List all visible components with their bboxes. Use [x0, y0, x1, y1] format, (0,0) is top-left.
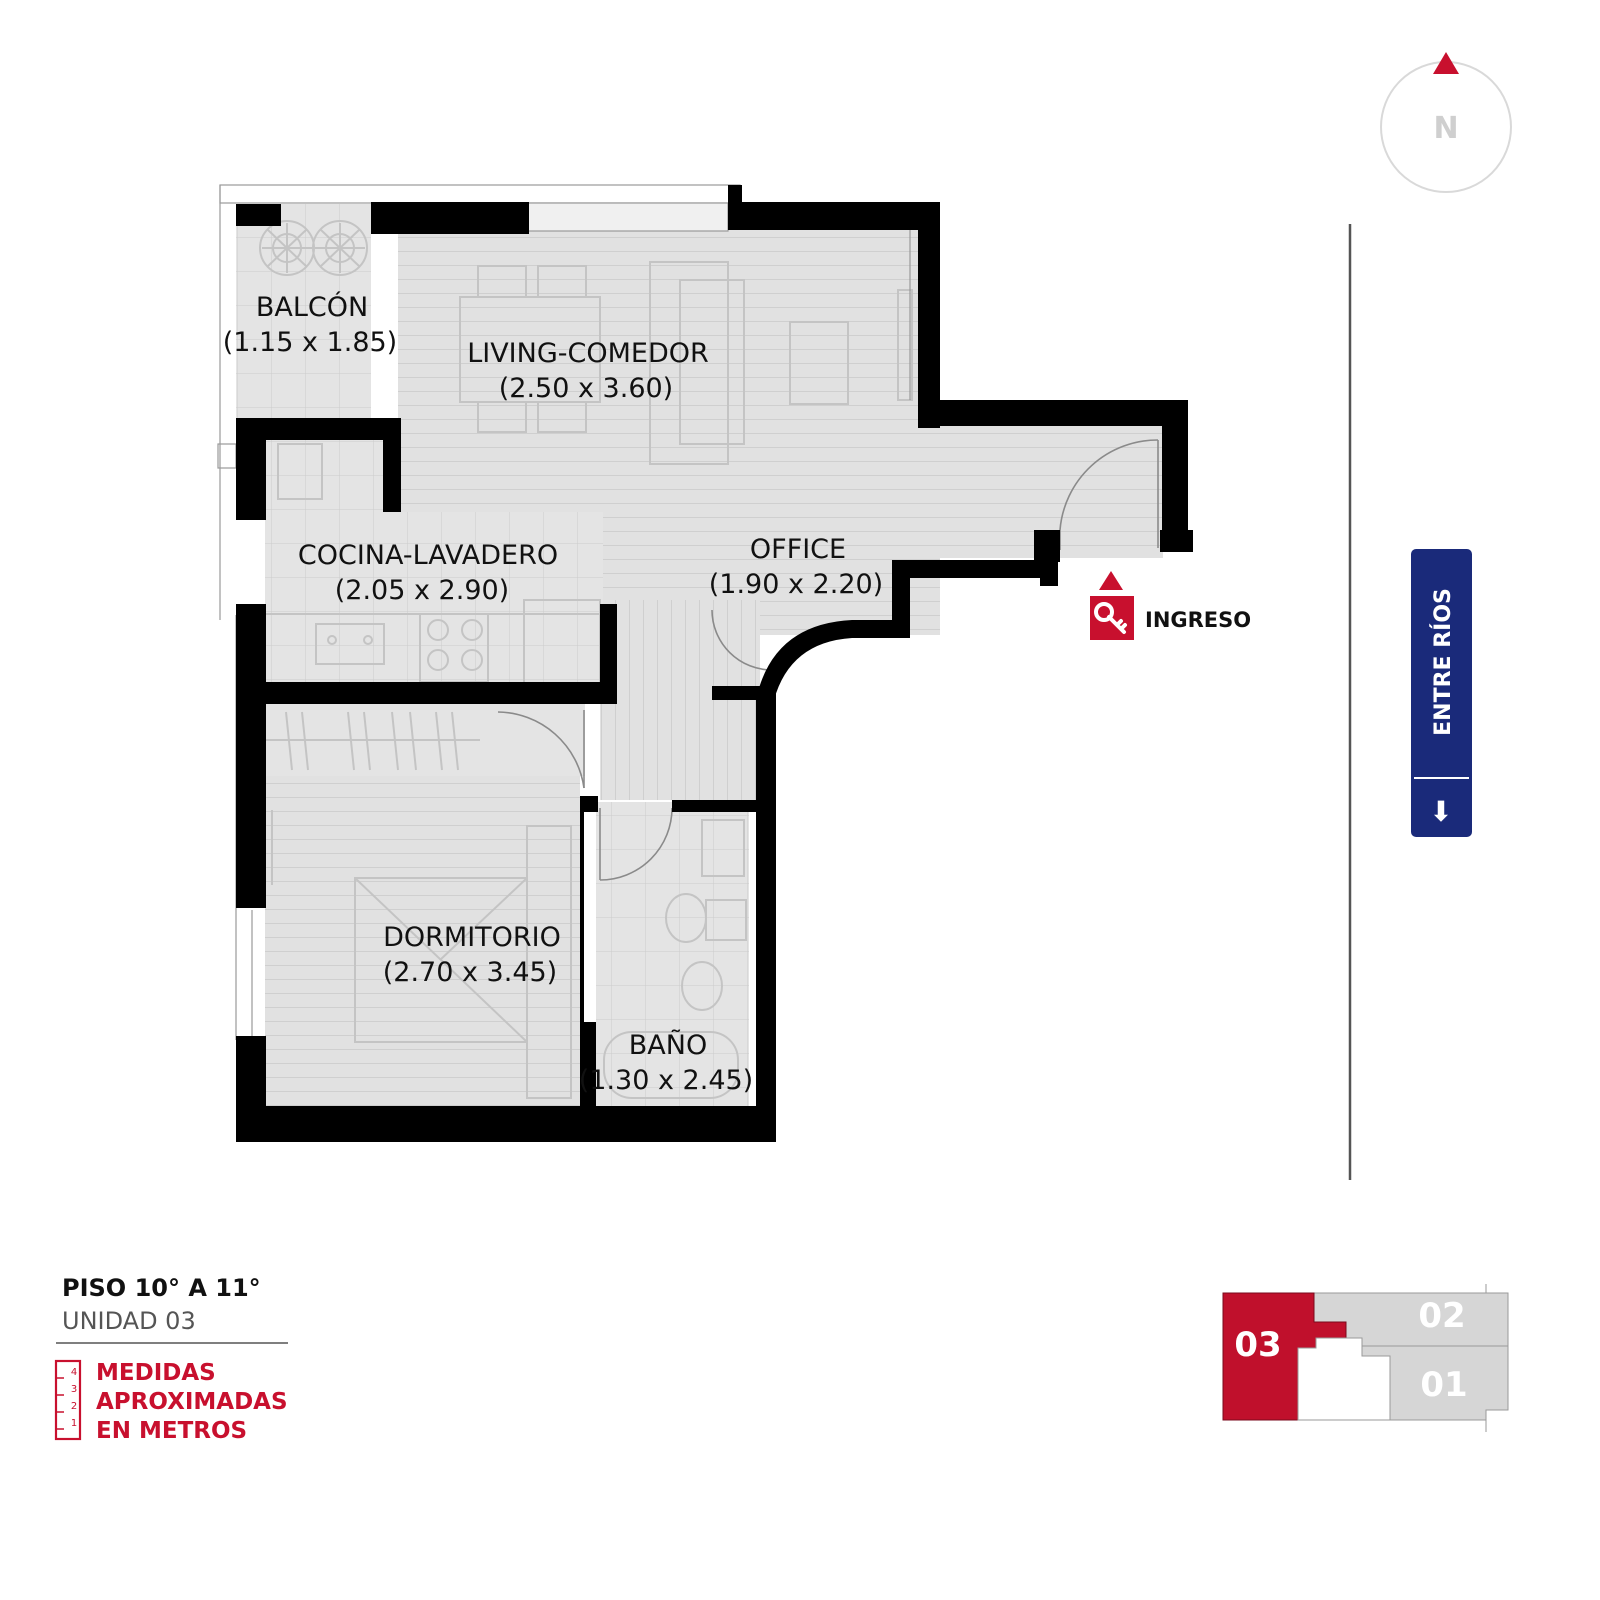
bathroom-door-swing	[599, 807, 673, 881]
street-direction-icon: ⬇	[1429, 795, 1452, 828]
street-name: ENTRE RÍOS	[1430, 588, 1456, 736]
bathroom-floor	[596, 802, 749, 1106]
ruler-tick-label: 3	[71, 1384, 77, 1395]
bedroom-door-swing	[497, 711, 585, 789]
room-cocina: COCINA-LAVADERO (2.05 x 2.90)	[298, 540, 558, 606]
measures-note-line: EN METROS	[96, 1418, 247, 1444]
room-balcon: BALCÓN (1.15 x 1.85)	[223, 291, 397, 358]
compass-label: N	[1433, 111, 1458, 146]
key-plan: 03 02 01	[1222, 1284, 1509, 1432]
room-bano: BAÑO (1.30 x 2.45)	[579, 1029, 753, 1096]
room-name: COCINA-LAVADERO	[298, 540, 558, 571]
room-name: BAÑO	[629, 1029, 707, 1061]
bed	[354, 825, 572, 1099]
room-labels: BALCÓN (1.15 x 1.85) LIVING-COMEDOR (2.5…	[223, 291, 883, 1096]
room-size: (2.05 x 2.90)	[335, 575, 509, 606]
ruler-tick-label: 1	[71, 1418, 77, 1429]
sofa	[649, 261, 745, 465]
wardrobe	[265, 711, 480, 771]
entrance-door-swing	[1059, 439, 1159, 550]
key-icon-bow	[1094, 602, 1114, 622]
entrance-arrow-icon	[1099, 571, 1123, 590]
room-size: (2.70 x 3.45)	[383, 957, 557, 988]
street-sign: ENTRE RÍOS ⬇	[1411, 549, 1472, 837]
keyplan-core	[1297, 1337, 1391, 1421]
living-floor	[398, 230, 918, 430]
doors	[497, 439, 1159, 881]
key-icon-shaft	[1107, 615, 1127, 634]
ruler-tick-label: 2	[71, 1401, 77, 1412]
entrance-marker: INGRESO	[1090, 571, 1251, 640]
kitchen-floor	[265, 512, 603, 684]
ruler-icon: 4 3 2 1	[54, 1359, 82, 1441]
north-arrow-icon	[1433, 52, 1459, 74]
floor-range: PISO 10° A 11°	[62, 1274, 261, 1302]
measures-note-line: APROXIMADAS	[96, 1389, 288, 1415]
room-size: (1.90 x 2.20)	[709, 569, 883, 600]
room-name: DORMITORIO	[383, 922, 561, 953]
room-office: OFFICE (1.90 x 2.20)	[709, 534, 883, 600]
keyplan-label-01: 01	[1420, 1365, 1467, 1405]
unit-number: UNIDAD 03	[62, 1307, 196, 1335]
bathroom-fixtures	[603, 819, 747, 1099]
keyplan-label-02: 02	[1418, 1296, 1465, 1336]
compass: N	[1380, 52, 1512, 193]
laundry-floor	[265, 440, 383, 512]
room-living: LIVING-COMEDOR (2.50 x 3.60)	[467, 338, 709, 404]
walls	[236, 185, 1193, 1142]
room-dormitorio: DORMITORIO (2.70 x 3.45)	[383, 922, 561, 988]
hall-arc	[711, 609, 773, 671]
room-name: OFFICE	[750, 534, 846, 565]
furniture	[259, 220, 913, 1099]
keyplan-label-03: 03	[1234, 1325, 1281, 1365]
tv-console	[897, 289, 913, 401]
room-size: (1.15 x 1.85)	[223, 327, 397, 358]
entrance-label: INGRESO	[1145, 608, 1251, 632]
plan-info: PISO 10° A 11° UNIDAD 03 4 3 2 1 MEDIDAS…	[54, 1274, 288, 1444]
kitchen-counters	[265, 443, 603, 685]
coffee-table	[789, 321, 849, 405]
street-sign-box	[1411, 549, 1472, 837]
measures-note-line: MEDIDAS	[96, 1360, 216, 1386]
ruler-tick-label: 4	[71, 1367, 77, 1378]
room-name: LIVING-COMEDOR	[467, 338, 709, 369]
room-size: (2.50 x 3.60)	[499, 373, 673, 404]
room-size: (1.30 x 2.45)	[579, 1065, 753, 1096]
dining-table	[459, 265, 601, 433]
balcony-chairs	[259, 220, 368, 276]
room-name: BALCÓN	[256, 291, 368, 323]
